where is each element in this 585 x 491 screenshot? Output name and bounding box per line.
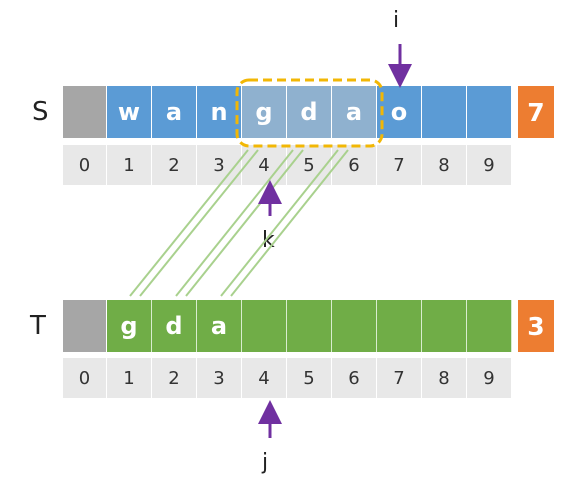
index-cell: 5	[287, 358, 332, 398]
index-cell: 3	[197, 358, 242, 398]
char-cell	[422, 86, 467, 138]
char-cell	[467, 86, 512, 138]
char-cell: d	[152, 300, 197, 352]
index-cell: 2	[152, 145, 197, 185]
char-cell	[332, 300, 377, 352]
index-cell: 6	[332, 145, 377, 185]
index-cell: 9	[467, 145, 512, 185]
match-line-a-inner	[230, 149, 349, 297]
match-line-a-outer	[220, 149, 339, 297]
index-cell: 4	[242, 358, 287, 398]
char-cell	[377, 300, 422, 352]
index-cell: 0	[63, 358, 107, 398]
index-cell: 0	[63, 145, 107, 185]
match-line-g-outer	[129, 149, 249, 297]
char-cell	[242, 300, 287, 352]
char-cell: a	[197, 300, 242, 352]
index-cell: 1	[107, 145, 152, 185]
length-cell: 7	[518, 86, 554, 138]
index-cell: 7	[377, 145, 422, 185]
sentinel-cell	[63, 86, 107, 138]
match-highlight-box	[235, 78, 384, 148]
char-cell	[467, 300, 512, 352]
char-cell	[287, 300, 332, 352]
index-cell: 8	[422, 358, 467, 398]
char-cell: a	[332, 86, 377, 138]
pointer-j-label: j	[262, 450, 269, 475]
sentinel-cell	[63, 300, 107, 352]
index-cell: 8	[422, 145, 467, 185]
char-cell: a	[152, 86, 197, 138]
match-line-g-inner	[139, 149, 259, 297]
match-lines	[129, 149, 349, 297]
pointer-i-label: i	[393, 8, 400, 33]
index-cell: 7	[377, 358, 422, 398]
s-row-label: S	[32, 97, 49, 127]
char-cell: n	[197, 86, 242, 138]
index-cell: 2	[152, 358, 197, 398]
length-cell: 3	[518, 300, 554, 352]
char-cell: g	[242, 86, 287, 138]
match-line-d-inner	[185, 149, 304, 297]
index-cell: 9	[467, 358, 512, 398]
match-line-d-outer	[175, 149, 294, 297]
index-cell: 1	[107, 358, 152, 398]
t-row-label: T	[30, 311, 46, 341]
char-cell: w	[107, 86, 152, 138]
char-cell	[422, 300, 467, 352]
char-cell: d	[287, 86, 332, 138]
index-cell: 6	[332, 358, 377, 398]
char-cell: g	[107, 300, 152, 352]
char-cell: o	[377, 86, 422, 138]
